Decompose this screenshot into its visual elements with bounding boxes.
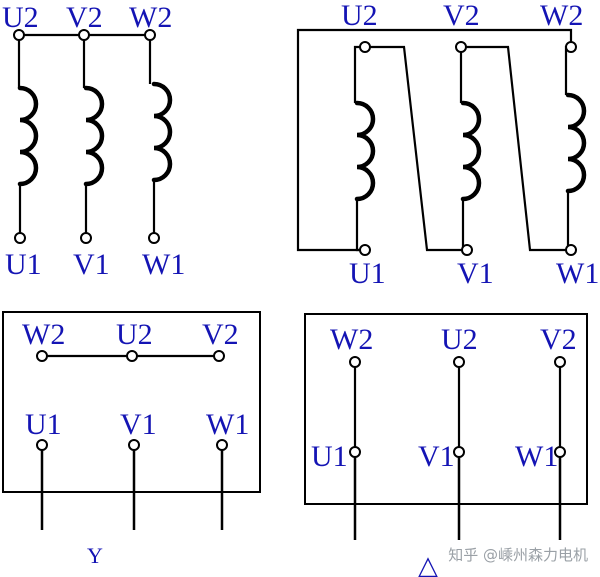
terminal-w1	[148, 232, 160, 244]
star-windings-panel: U2 V2 W2 U1 V1 W1	[2, 1, 185, 281]
winding-v-lower-lead	[461, 199, 467, 252]
delta-outer-loop	[296, 28, 573, 252]
winding-u-upper-lead	[353, 45, 365, 103]
label-u2: U2	[441, 323, 478, 356]
terminal-u1	[359, 244, 371, 256]
terminal-v1	[453, 446, 465, 458]
terminal-w1	[554, 446, 566, 458]
label-w1: W1	[515, 440, 558, 473]
terminal-w1	[565, 244, 577, 256]
delta-windings-panel: U2 V2 W2 U1 V1 W1	[296, 0, 599, 290]
terminal-w1	[216, 439, 228, 451]
label-u2: U2	[2, 1, 39, 34]
label-w1: W1	[142, 248, 185, 281]
star-terminal-box-panel: W2 U2 V2 U1 V1 W1 Y	[2, 311, 261, 568]
winding-u-lower-lead	[355, 199, 365, 252]
terminal-u1	[36, 439, 48, 451]
star-connection-caption: Y	[87, 543, 103, 568]
label-v1: V1	[418, 440, 455, 473]
terminal-v1	[128, 439, 140, 451]
terminal-w2	[349, 356, 361, 368]
winding-w-coil	[151, 81, 173, 183]
link-u2-v1	[365, 45, 467, 252]
terminal-box-frame	[304, 313, 588, 505]
winding-v-coil	[83, 85, 105, 187]
label-u1: U1	[5, 248, 42, 281]
terminal-u2	[126, 350, 138, 362]
label-w1: W1	[206, 408, 249, 441]
terminal-v2	[455, 41, 467, 53]
label-w2: W2	[129, 1, 172, 34]
terminal-u2	[359, 41, 371, 53]
terminal-u1	[349, 446, 361, 458]
terminal-u2	[453, 356, 465, 368]
delta-terminal-box-panel: W2 U2 V2 U1 V1 W1 △	[304, 313, 588, 577]
link-v2-w1	[461, 45, 571, 252]
label-w2: W2	[540, 0, 583, 32]
label-w2: W2	[330, 323, 373, 356]
terminal-v1	[80, 232, 92, 244]
winding-w-upper-lead	[564, 45, 571, 95]
label-v2: V2	[66, 1, 103, 34]
label-w2: W2	[22, 318, 65, 351]
terminal-w2	[144, 29, 156, 41]
terminal-v2	[78, 29, 90, 41]
label-v2: V2	[443, 0, 480, 32]
label-v2: V2	[202, 318, 239, 351]
watermark: 知乎 @嵊州森力电机	[448, 546, 588, 564]
label-v2: V2	[540, 323, 577, 356]
label-u1: U1	[349, 257, 386, 290]
terminal-w2	[36, 350, 48, 362]
terminal-u2	[13, 29, 25, 41]
terminal-v2	[554, 356, 566, 368]
label-v1: V1	[120, 408, 157, 441]
label-w1: W1	[556, 257, 599, 290]
label-u1: U1	[25, 408, 62, 441]
terminal-v2	[213, 350, 225, 362]
winding-u-coil	[354, 100, 376, 202]
label-u2: U2	[341, 0, 378, 32]
label-v1: V1	[73, 248, 110, 281]
terminal-box-frame	[2, 311, 261, 493]
terminal-w2	[565, 41, 577, 53]
winding-u-coil	[17, 85, 39, 187]
label-u1: U1	[311, 440, 348, 473]
terminal-v1	[461, 244, 473, 256]
terminal-u1	[14, 232, 26, 244]
label-v1: V1	[457, 257, 494, 290]
label-u2: U2	[116, 318, 153, 351]
winding-w-coil	[565, 92, 587, 194]
winding-w-lower-lead	[566, 191, 571, 252]
winding-v-coil	[460, 100, 482, 202]
delta-connection-caption: △	[418, 551, 438, 577]
